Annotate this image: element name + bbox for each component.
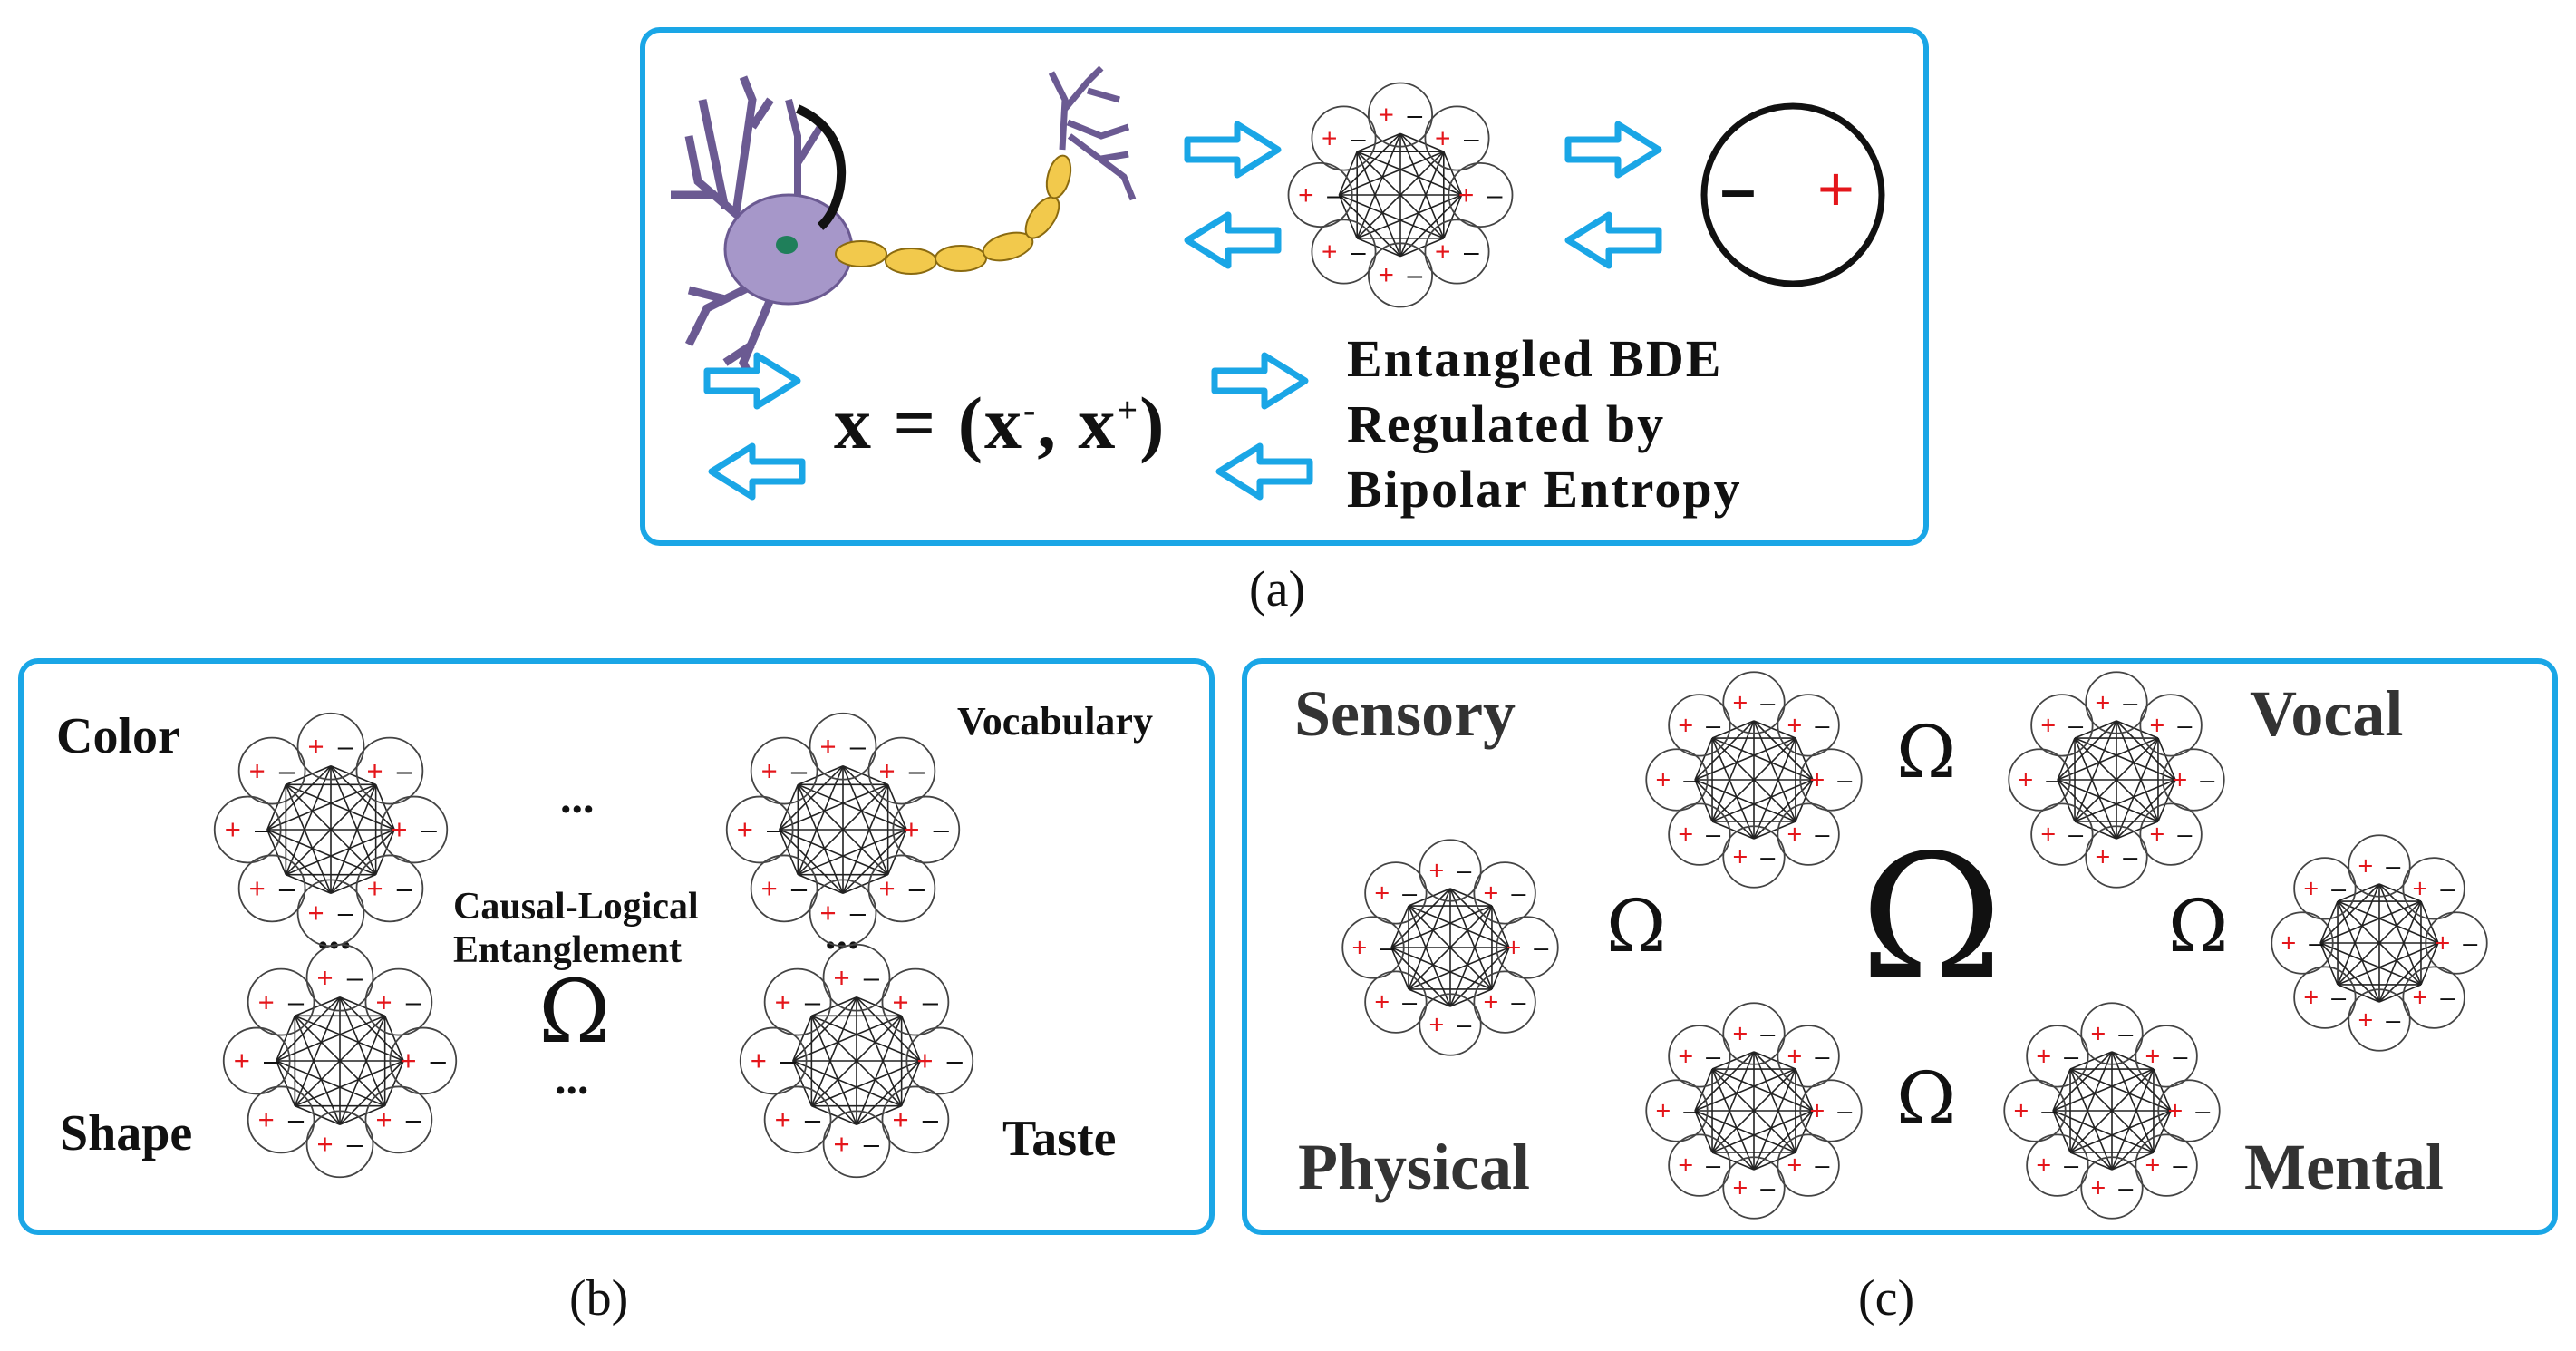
label-mental: Mental [2244,1131,2444,1203]
caption-b: (b) [569,1270,629,1327]
bipolar-minus-sign: – [1720,153,1756,224]
label-vocabulary: Vocabulary [957,699,1153,744]
ellipsis-top: ... [560,772,595,822]
formula-lhs: x = (x [834,382,1024,464]
omega-b: Ω [538,961,611,1063]
description-line-2: Regulated by [1347,394,1666,453]
label-vocal: Vocal [2250,677,2404,750]
ellipsis-bottom: ... [555,1053,589,1103]
formula-sup-minus: - [1023,389,1038,431]
description-line-3: Bipolar Entropy [1347,460,1742,519]
caption-c: (c) [1858,1270,1915,1327]
entanglement-line-1: Causal-Logical [453,886,699,928]
label-shape: Shape [60,1105,193,1161]
formula-comma: , x [1037,382,1118,464]
label-sensory: Sensory [1294,677,1516,750]
label-taste: Taste [1002,1111,1117,1167]
omega-c-right: Ω [2168,884,2229,968]
ellipsis-right: ... [825,908,859,958]
label-color: Color [56,708,180,764]
formula-rhs: ) [1139,382,1167,464]
omega-c-center: Ω [1860,818,2003,1018]
ellipsis-left: ... [317,908,352,958]
panel-b [18,658,1215,1235]
caption-a: (a) [1249,561,1306,617]
label-physical: Physical [1298,1131,1531,1203]
formula-sup-plus: + [1117,389,1140,431]
omega-c-bottom: Ω [1896,1056,1957,1141]
description-line-1: Entangled BDE [1347,329,1723,388]
entanglement-line-2: Entanglement [453,929,682,971]
omega-c-top: Ω [1896,710,1957,794]
bipolar-formula: x = (x-, x+) [834,381,1166,466]
omega-c-left: Ω [1606,884,1667,968]
bipolar-plus-sign: + [1817,153,1855,224]
